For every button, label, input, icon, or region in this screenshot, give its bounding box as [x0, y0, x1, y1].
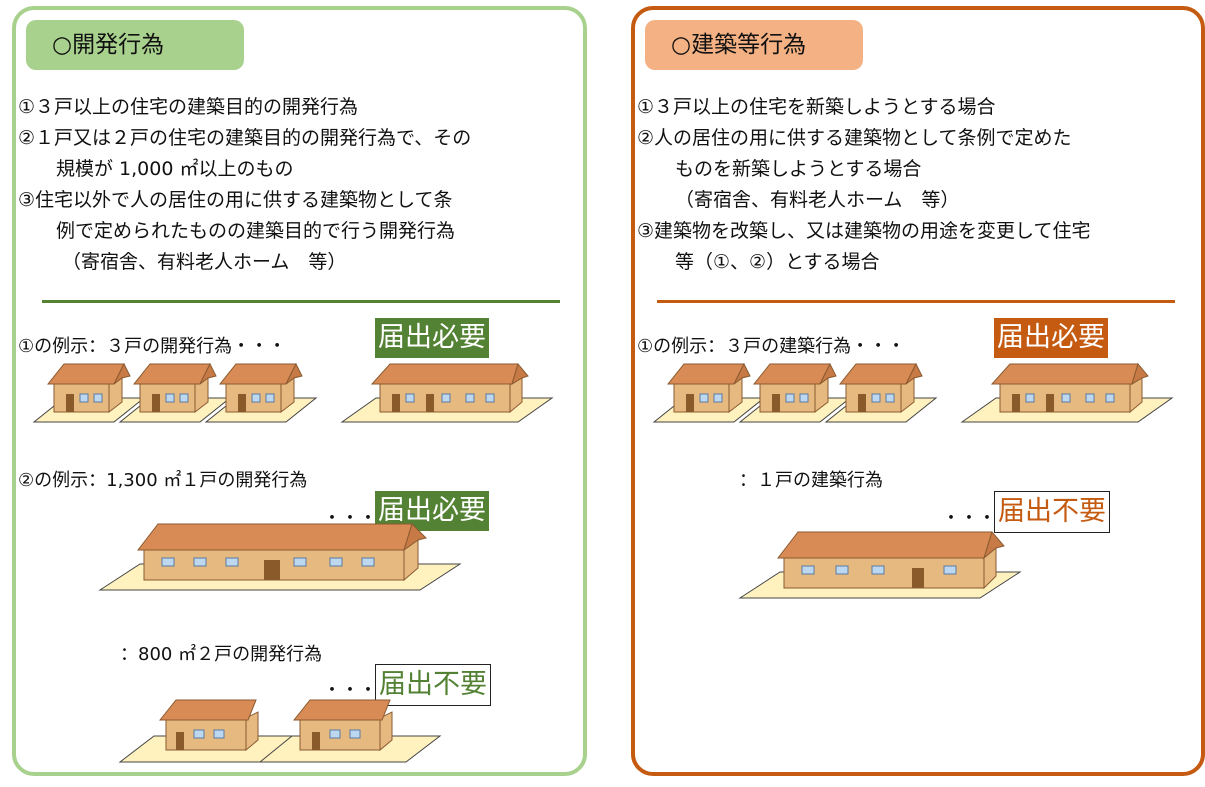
condition-continuation: 例で定められたものの建築目的で行う開発行為	[56, 220, 456, 242]
condition-note: （寄宿舎、有料老人ホーム 等）	[675, 189, 960, 211]
example3-label: ：800 ㎡２戸の開発行為	[120, 644, 323, 665]
house-icon	[652, 362, 766, 423]
condition-text: ①３戸以上の住宅を新築しようとする場合	[637, 96, 996, 118]
duplex-house-icon	[340, 362, 554, 423]
development-title: ○開発行為	[26, 20, 244, 70]
badge-required: 届出必要	[994, 318, 1108, 358]
development-conditions: ①３戸以上の住宅の建築目的の開発行為 ②１戸又は２戸の住宅の建築目的の開発行為で…	[18, 92, 577, 278]
condition-text: ②人の居住の用に供する建築物として条例で定めた	[637, 127, 1072, 149]
divider	[42, 300, 560, 303]
condition-note: （寄宿舎、有料老人ホーム 等）	[62, 251, 347, 273]
condition-item: ①３戸以上の住宅の建築目的の開発行為	[18, 92, 577, 123]
example2-label: ②の例示：1,300 ㎡１戸の開発行為	[18, 470, 308, 491]
house-icon	[118, 362, 232, 423]
condition-item: ②１戸又は２戸の住宅の建築目的の開発行為で、その	[18, 123, 577, 154]
badge-required: 届出必要	[375, 318, 489, 358]
house-icon	[204, 362, 318, 423]
condition-text: ①３戸以上の住宅の建築目的の開発行為	[18, 96, 359, 118]
building-title: ○建築等行為	[645, 20, 863, 70]
example3-dots: ・・・	[323, 680, 377, 701]
development-panel: ○開発行為 ①３戸以上の住宅の建築目的の開発行為 ②１戸又は２戸の住宅の建築目的…	[12, 6, 587, 776]
condition-text: ②１戸又は２戸の住宅の建築目的の開発行為で、その	[18, 127, 472, 149]
example2-label: ：１戸の建築行為	[739, 470, 883, 491]
divider	[657, 300, 1175, 303]
condition-item: ③建築物を改築し、又は建築物の用途を変更して住宅	[637, 216, 1195, 247]
building-panel: ○建築等行為 ①３戸以上の住宅を新築しようとする場合 ②人の居住の用に供する建築…	[631, 6, 1205, 776]
badge-not-required: 届出不要	[375, 664, 491, 706]
condition-continuation: 規模が 1,000 ㎡以上のもの	[56, 158, 294, 180]
condition-continuation: ものを新築しようとする場合	[675, 158, 922, 180]
example2-dots: ・・・	[942, 508, 996, 529]
condition-item: ①３戸以上の住宅を新築しようとする場合	[637, 92, 1195, 123]
large-house-icon	[738, 530, 1022, 599]
condition-text: ③住宅以外で人の居住の用に供する建築物として条	[18, 189, 453, 211]
house-icon	[738, 362, 852, 423]
condition-continuation: 等（①、②）とする場合	[675, 251, 880, 273]
duplex-house-icon	[960, 362, 1174, 423]
large-house-icon	[98, 523, 462, 591]
condition-item: ②人の居住の用に供する建築物として条例で定めた	[637, 123, 1195, 154]
house-icon	[824, 362, 938, 423]
example1-label: ①の例示：３戸の建築行為・・・	[637, 336, 906, 357]
badge-not-required: 届出不要	[994, 491, 1110, 533]
building-conditions: ①３戸以上の住宅を新築しようとする場合 ②人の居住の用に供する建築物として条例で…	[637, 92, 1195, 278]
condition-item: ③住宅以外で人の居住の用に供する建築物として条	[18, 185, 577, 216]
condition-text: ③建築物を改築し、又は建築物の用途を変更して住宅	[637, 220, 1091, 242]
two-houses-icon	[118, 699, 442, 763]
example1-label: ①の例示：３戸の開発行為・・・	[18, 336, 287, 357]
